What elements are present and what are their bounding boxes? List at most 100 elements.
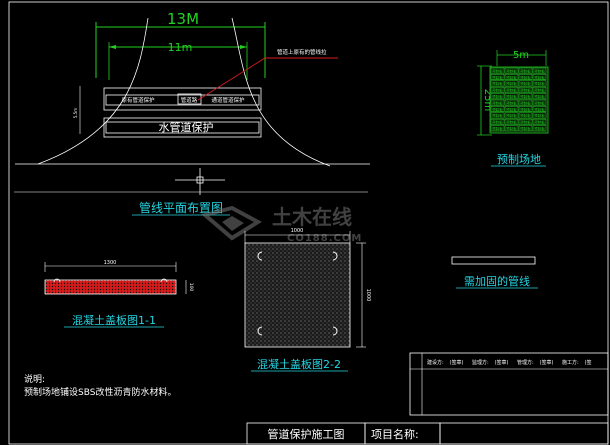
prefab-cell-label: 预制板 <box>492 68 503 73</box>
notes: 说明: 预制场地铺设SBS改性沥青防水材料。 <box>24 373 176 398</box>
prefab-cell-label: 预制板 <box>492 120 503 125</box>
arrow-11m-right <box>240 45 247 49</box>
prefab-cell-label: 预制板 <box>534 68 545 73</box>
prefab-cell <box>504 93 519 100</box>
lifting-hook-right-icon <box>160 278 168 283</box>
slab-1-1: 1300 100 混凝土盖板图1-1 <box>44 260 194 328</box>
label-pipe-left: 原有管道保护 <box>121 96 155 104</box>
reinforced-pipe: 需加固的管线 <box>451 256 538 289</box>
prefab-cell <box>518 93 533 100</box>
watermark-sub: CO188.COM <box>287 233 362 244</box>
prefab-cell-label: 预制板 <box>534 107 545 112</box>
prefab-cell-label: 预制板 <box>506 75 517 80</box>
signature-label: (签章) <box>450 359 464 366</box>
prefab-cell-label: 预制板 <box>534 81 545 86</box>
signature-label: (签章) <box>540 359 554 366</box>
watermark: 土木在线 CO188.COM <box>200 205 362 244</box>
prefab-cell-label: 预制板 <box>520 100 531 105</box>
prefab-dim-width: 5m <box>513 50 529 61</box>
arrow-11m-left <box>109 45 116 49</box>
label-water-pipe: 水管道保护 <box>159 120 214 134</box>
prefab-cell <box>504 86 519 93</box>
project-value-cell <box>439 422 609 445</box>
prefab-cell <box>490 86 505 93</box>
prefab-grid: 预制板预制板预制板预制板预制板预制板预制板预制板预制板预制板预制板预制板预制板预… <box>490 67 547 132</box>
reinforced-pipe-title: 需加固的管线 <box>464 274 530 288</box>
prefab-cell <box>504 118 519 125</box>
prefab-cell <box>490 106 505 113</box>
prefab-cell-label: 预制板 <box>492 126 503 131</box>
prefab-cell-label: 预制板 <box>534 120 545 125</box>
pipeline-plan: 13M 11m 5.5m 原有管道保护 管道路 通道管道保护 水管道保护 管道上 <box>14 10 370 216</box>
road-curve-left <box>37 17 149 165</box>
lifting-hook-left-icon <box>53 278 61 283</box>
plan-title: 管线平面布置图 <box>139 200 223 215</box>
prefab-cell-label: 预制板 <box>520 120 531 125</box>
prefab-cell <box>532 67 547 74</box>
pipe-band-outer-top <box>103 87 262 111</box>
prefab-cell-label: 预制板 <box>492 94 503 99</box>
prefab-dim-height: 25m <box>482 89 493 111</box>
signature-label: 监理方: <box>472 359 489 366</box>
slab1-dim-height: 100 <box>188 283 194 292</box>
pipe-band-outer-bottom <box>103 117 262 138</box>
prefab-cell-label: 预制板 <box>534 75 545 80</box>
road-curve-right <box>231 17 331 167</box>
pipe-band-inner-top <box>105 94 260 106</box>
slab1-dim-width: 1300 <box>104 260 117 266</box>
leader-note-text: 管道上原有的管线拉 <box>277 48 327 56</box>
prefab-cell <box>504 106 519 113</box>
lifting-hook-bl-icon <box>257 326 263 336</box>
prefab-cell-label: 预制板 <box>534 126 545 131</box>
prefab-cell-label: 预制板 <box>492 81 503 86</box>
prefab-cell <box>504 74 519 81</box>
prefab-cell-label: 预制板 <box>506 81 517 86</box>
prefab-yard: 5m 25m 预制板预制板预制板预制板预制板预制板预制板预制板预制板预制板预制板… <box>477 50 549 167</box>
crosshair-box <box>196 176 204 184</box>
drawing-name-text: 管道保护施工图 <box>268 427 345 441</box>
prefab-cell <box>490 99 505 106</box>
signature-label: 管理方: <box>517 359 534 366</box>
prefab-cell <box>532 93 547 100</box>
signature-label: (签 <box>585 359 592 366</box>
slab2-dim-width: 1000 <box>291 228 304 234</box>
label-pipe-mid: 管道路 <box>181 96 198 104</box>
prefab-cell-label: 预制板 <box>520 88 531 93</box>
prefab-cell <box>518 125 533 132</box>
label-pipe-right: 通道管道保护 <box>211 96 245 104</box>
prefab-cell <box>490 118 505 125</box>
prefab-cell <box>490 125 505 132</box>
prefab-cell <box>490 74 505 81</box>
watermark-text: 土木在线 <box>272 205 352 229</box>
prefab-cell <box>532 86 547 93</box>
prefab-cell <box>504 67 519 74</box>
prefab-cell <box>518 112 533 119</box>
prefab-cell <box>518 67 533 74</box>
prefab-cell-label: 预制板 <box>492 88 503 93</box>
prefab-cell-label: 预制板 <box>506 68 517 73</box>
prefab-cell <box>490 93 505 100</box>
prefab-cell-label: 预制板 <box>492 107 503 112</box>
slab2-title: 混凝土盖板图2-2 <box>257 357 341 371</box>
prefab-cell-label: 预制板 <box>506 107 517 112</box>
signature-label: (签章) <box>495 359 509 366</box>
prefab-cell-label: 预制板 <box>506 113 517 118</box>
prefab-title: 预制场地 <box>497 152 541 166</box>
prefab-cell-label: 预制板 <box>534 88 545 93</box>
prefab-cell <box>490 112 505 119</box>
title-block: 建设方:(签章)监理方:(签章)管理方:(签章)施工方:(签 管道保护施工图 项… <box>246 352 609 445</box>
prefab-cell <box>518 74 533 81</box>
prefab-cell <box>518 118 533 125</box>
prefab-cell <box>518 106 533 113</box>
prefab-cell <box>532 99 547 106</box>
prefab-cell <box>504 112 519 119</box>
dim-inner-text: 11m <box>168 41 193 54</box>
prefab-cell <box>490 80 505 87</box>
prefab-cell-label: 预制板 <box>520 75 531 80</box>
prefab-cell <box>532 112 547 119</box>
prefab-cell <box>504 125 519 132</box>
signature-table <box>409 352 609 416</box>
prefab-cell <box>518 80 533 87</box>
